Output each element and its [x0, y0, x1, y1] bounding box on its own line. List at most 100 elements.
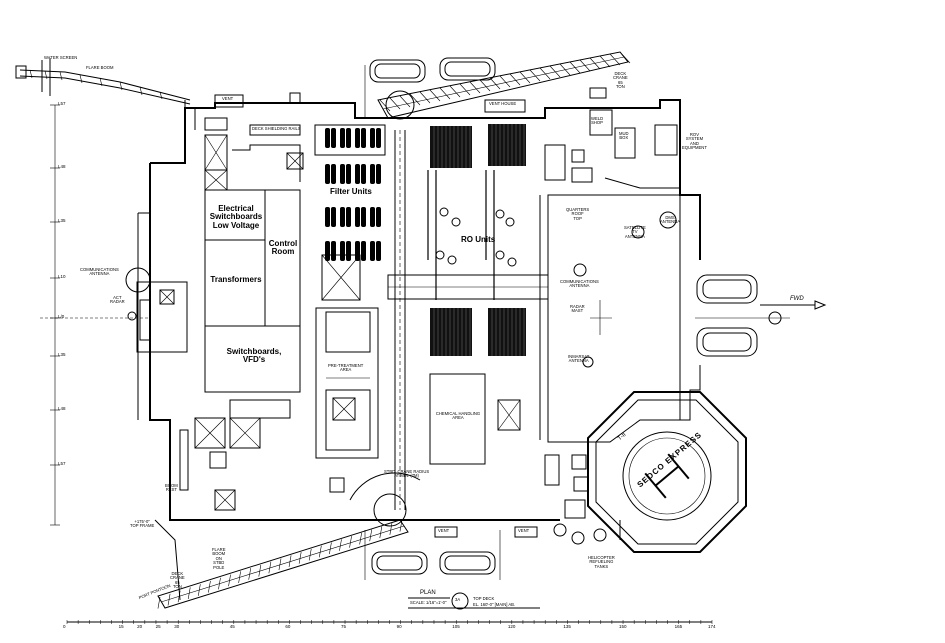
deck-crane-bottom-label: DECK CRANE 65 TON — [170, 571, 185, 590]
filter-units — [325, 128, 381, 261]
ro-pump — [451, 217, 461, 227]
bottom-scale-label: 30 — [174, 624, 180, 629]
bottom-scale-label: 0 — [63, 624, 66, 629]
vent-bottom-left-label: VENT — [438, 528, 450, 533]
bottom-scale-label: 150 — [619, 624, 627, 629]
bottom-scale-label: 105 — [452, 624, 460, 629]
filter-canister — [376, 207, 381, 227]
plan-deck: TOP DECK — [473, 596, 495, 601]
filter-canister — [340, 128, 345, 148]
ro-pump — [505, 217, 515, 227]
ro-pump — [507, 257, 517, 267]
deck-crane-top-label: DECK CRANE 65 TON — [613, 71, 628, 90]
filter-canister — [331, 128, 336, 148]
filter-canister — [370, 241, 375, 261]
fwd-label: FWD — [790, 296, 804, 302]
left-equipment — [125, 267, 188, 353]
vent-top-label: VENT — [222, 96, 234, 101]
filter-canister — [370, 128, 375, 148]
filter-canister — [325, 241, 330, 261]
filter-canister — [325, 164, 330, 184]
comms-antenna-left-label: COMMUNICATIONS ANTENNA — [80, 267, 119, 277]
bottom-scale-label: 174 — [708, 624, 716, 629]
filter-canister — [346, 207, 351, 227]
deck-crane-bottom — [157, 472, 501, 609]
filter-canister — [325, 207, 330, 227]
bottom-structures — [154, 399, 621, 601]
ro-rack — [488, 124, 526, 166]
satellite-tv-label: SATELLITE TV ANTENNA — [624, 225, 646, 239]
quarters-roof — [539, 109, 681, 443]
filter-canister — [340, 164, 345, 184]
ro-pump — [435, 250, 445, 260]
deck-shielding-rails-label: DECK SHIELDING RAILS — [252, 126, 301, 131]
flare-boom-top-label: FLARE BOOM — [86, 65, 114, 70]
filter-canister — [346, 128, 351, 148]
helicopter-tanks-label: HELICOPTER REFUELING TANKS — [588, 555, 615, 569]
ro-rack — [488, 308, 526, 356]
filter-canister — [361, 164, 366, 184]
filter-canister — [361, 241, 366, 261]
radar-mast-label: RADAR MAST — [570, 304, 585, 314]
ro-rack — [430, 126, 472, 168]
left-scale-label: L48 — [58, 164, 66, 169]
ro-pump — [447, 255, 457, 265]
left-scale-label: L35 — [58, 218, 66, 223]
flare-boom-bottom-label: FLARE BOOM ON STBD POLE — [212, 547, 226, 570]
filter-canister — [340, 207, 345, 227]
plan-elevation: EL. 160'-0" [MAIN] AB. — [473, 602, 516, 607]
filter-canister — [370, 207, 375, 227]
filter-canister — [376, 164, 381, 184]
filter-canister — [325, 128, 330, 148]
bottom-scale-label: 90 — [396, 624, 402, 629]
dms-antenna-label: DMS ANTENNA — [660, 215, 681, 225]
pretreatment-area — [315, 307, 379, 493]
filter-canister — [376, 128, 381, 148]
mud-box-label: MUD BOX — [619, 131, 629, 141]
plan-sheet: 3A — [455, 597, 461, 602]
chemical-area-label: CHEMICAL HANDLING AREA — [435, 411, 481, 421]
filter-canister — [355, 207, 360, 227]
ro-pump — [439, 207, 449, 217]
filter-canister — [370, 164, 375, 184]
transformers-label: Transformers — [210, 275, 262, 284]
left-scale-label: L/0 — [58, 314, 65, 319]
filter-canister — [346, 241, 351, 261]
forward-section — [695, 274, 827, 357]
left-scale-label: L57 — [58, 461, 66, 466]
bottom-scale-label: 25 — [155, 624, 161, 629]
ro-pump — [495, 209, 505, 219]
center-tracks — [314, 124, 549, 510]
deck-level-label: +175'-0" TOP FRAME — [130, 519, 155, 529]
filter-canister — [355, 164, 360, 184]
electrical-switchboards-label: Electrical Switchboards Low Voltage — [209, 204, 263, 230]
plan-title-block — [408, 592, 540, 610]
water-screen-label: WATER SCREEN — [44, 55, 78, 60]
weld-shop-label: WELD SHOP — [591, 116, 604, 126]
rov-system-label: ROV SYSTEM AND EQUIPMENT — [682, 132, 707, 151]
crane-radius-label: STBD. CRANE RADIUS AT MIN. (7M) — [384, 469, 430, 479]
bottom-scale-label: 45 — [229, 624, 235, 629]
left-scale-label: L57 — [58, 101, 66, 106]
top-structures — [204, 92, 526, 191]
ro-rack — [430, 308, 472, 356]
left-scale-label: L48 — [58, 406, 66, 411]
filter-canister — [355, 128, 360, 148]
left-scale-label: L10 — [58, 274, 66, 279]
deck-crane-top — [364, 51, 631, 120]
comms-antenna-right-label: COMMUNICATIONS ANTENNA — [560, 279, 599, 289]
inmarsat-antenna-label: INMARSAT ANTENNA — [568, 354, 590, 364]
bottom-scale-label: 60 — [285, 624, 291, 629]
filter-canister — [331, 241, 336, 261]
quarters-roof-label: QUARTERS ROOF TOP — [566, 207, 590, 221]
filter-canister — [361, 128, 366, 148]
filter-canister — [340, 241, 345, 261]
electrical-rooms — [204, 189, 301, 393]
plan-scale: SCALE: 1/16"=1'-0" — [410, 600, 447, 605]
filter-canister — [331, 207, 336, 227]
plan-title: PLAN — [420, 590, 436, 596]
helideck — [587, 391, 747, 553]
act-radar-label: ACT RADAR — [110, 295, 125, 305]
